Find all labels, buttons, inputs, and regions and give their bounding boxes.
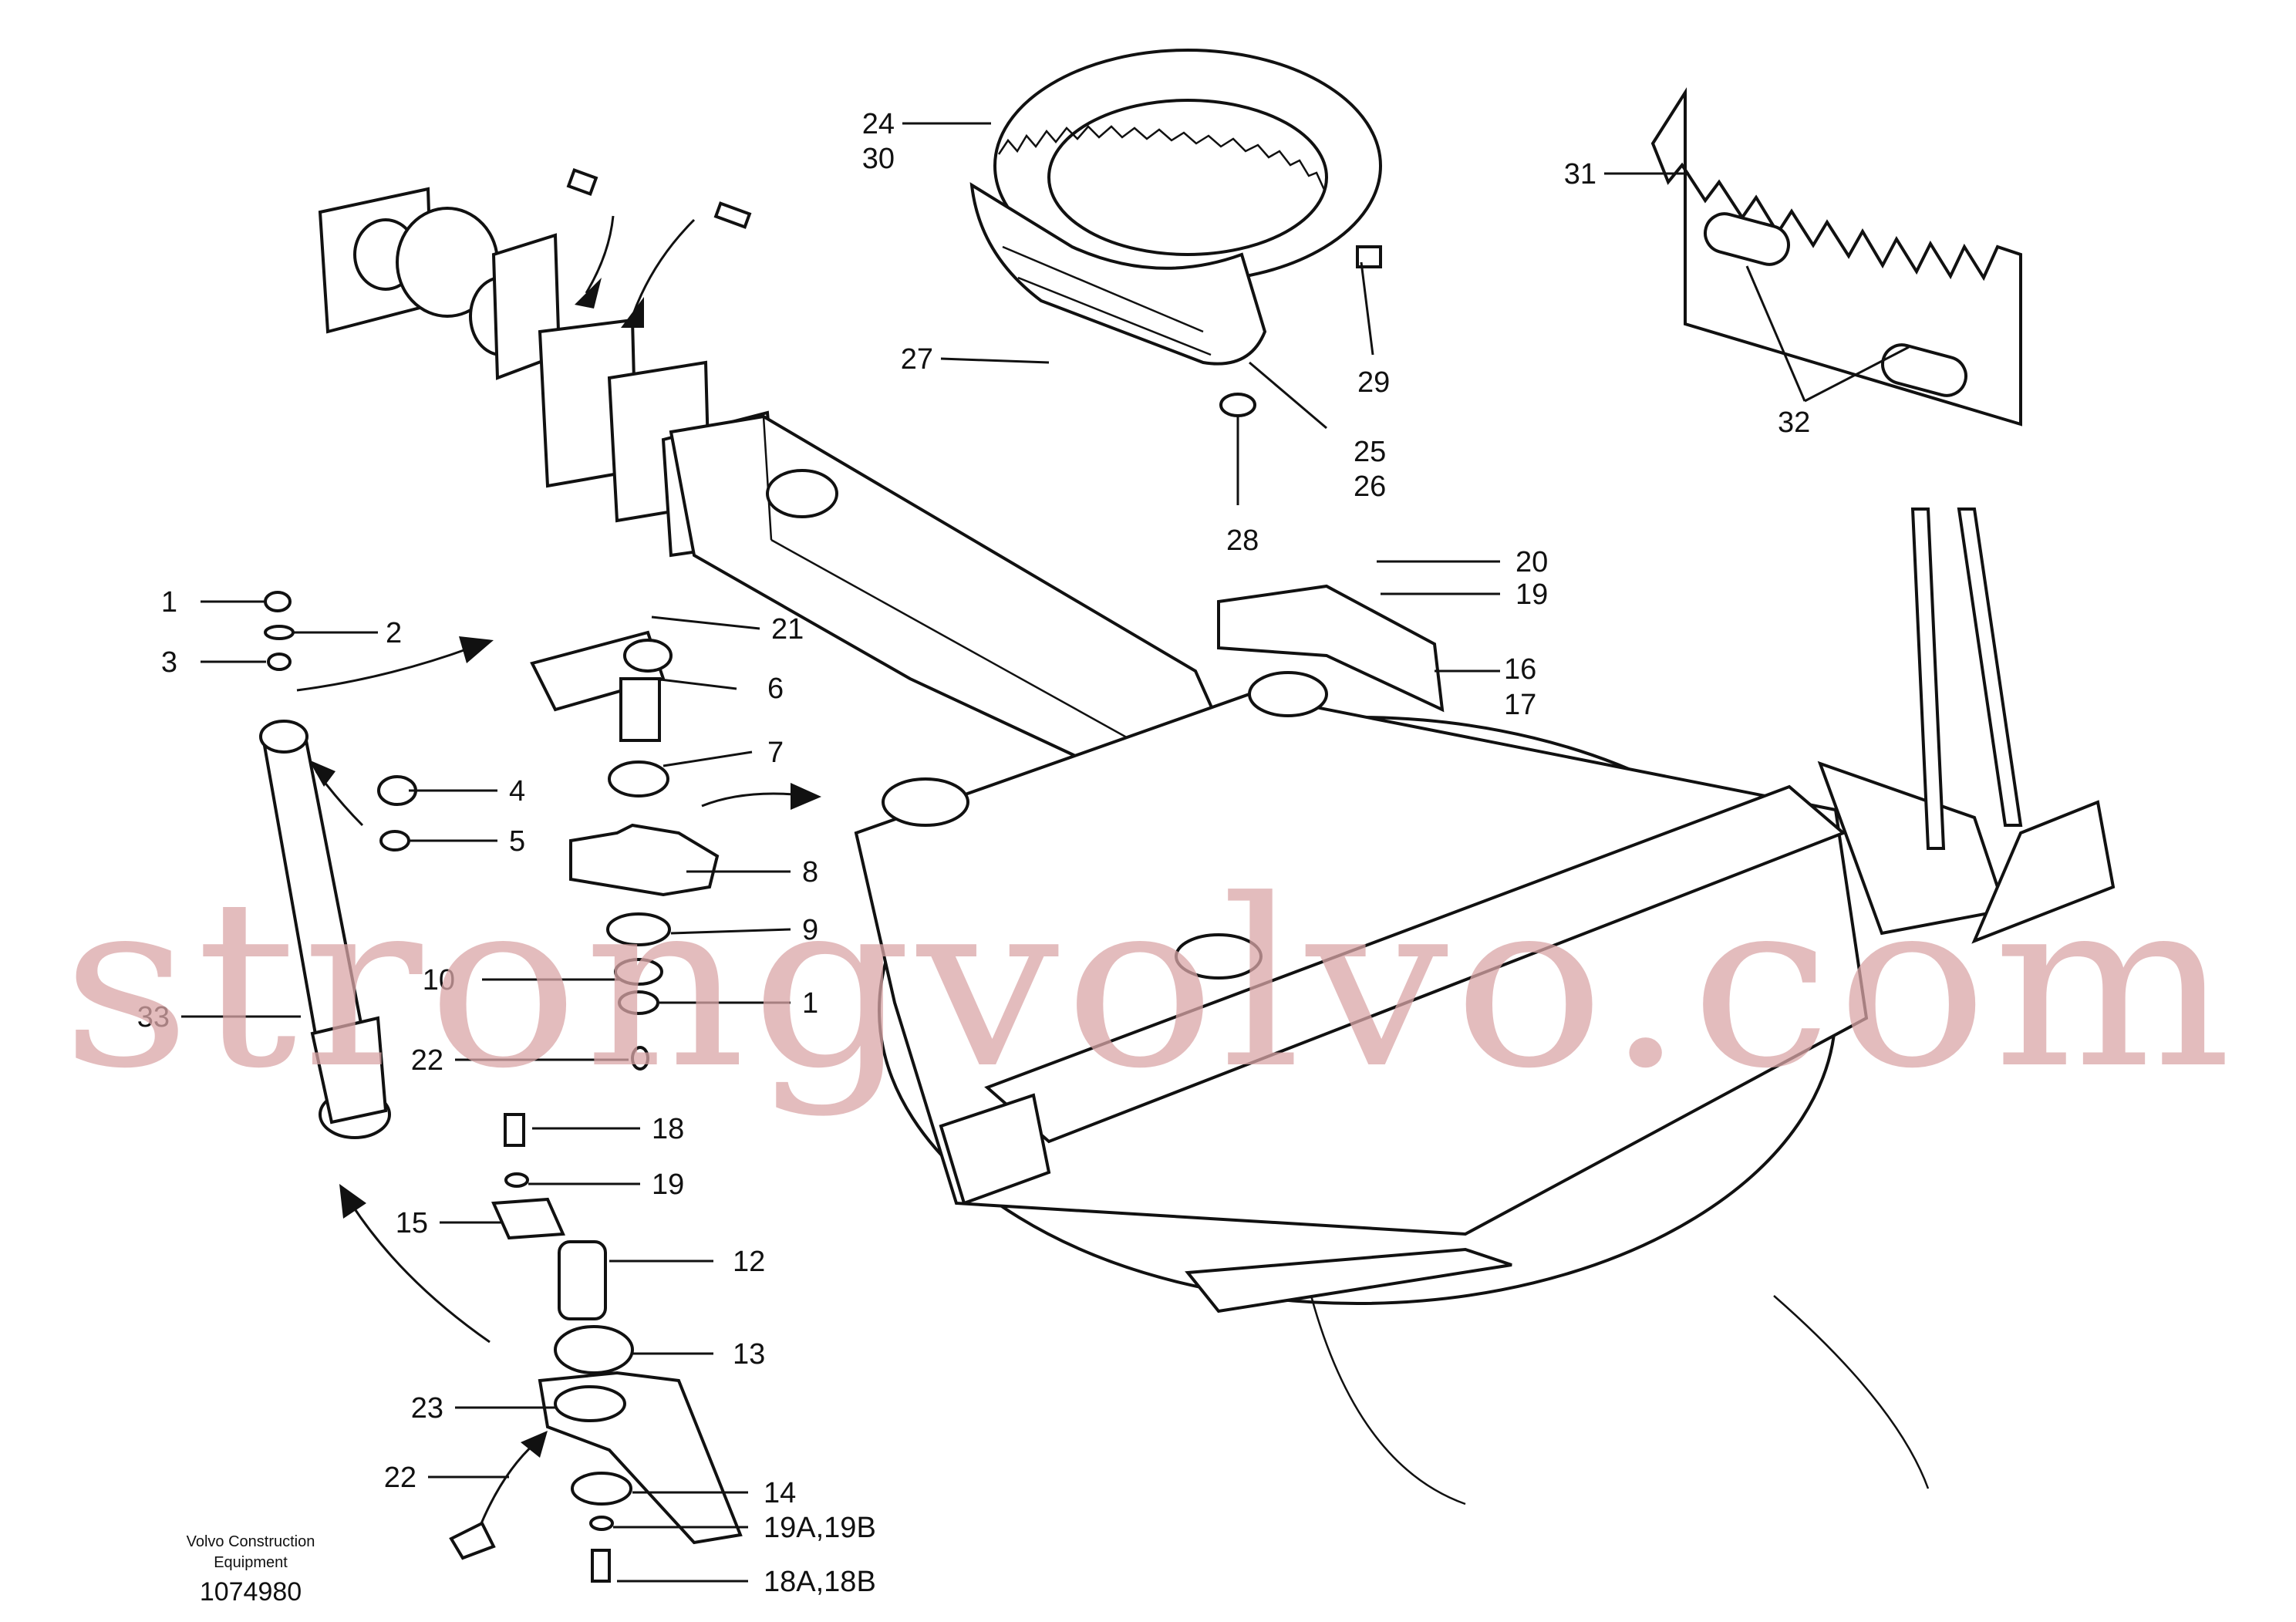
callout-15: 15: [396, 1207, 428, 1239]
callout-26: 26: [1354, 470, 1386, 503]
callout-2: 2: [386, 617, 402, 649]
callout-29: 29: [1357, 366, 1390, 399]
callout-16: 16: [1504, 653, 1536, 686]
callout-27: 27: [901, 343, 933, 376]
callout-32: 32: [1778, 406, 1810, 439]
callout-30: 30: [862, 143, 895, 175]
serrated-plate: [1650, 87, 2022, 427]
callout-20: 20: [1515, 546, 1548, 578]
callout-11: 1: [802, 987, 818, 1020]
assembly-arrows: [296, 215, 821, 1532]
footer: Volvo Construction Equipment 1074980: [187, 1533, 315, 1607]
callout-18: 18: [652, 1113, 684, 1145]
leader-lines: [181, 122, 1910, 1583]
slew-ring-gear: [969, 49, 1382, 417]
callout-24: 24: [862, 108, 895, 140]
callout-7: 7: [767, 737, 784, 769]
company-name-line2: Equipment: [214, 1554, 288, 1571]
callout-8: 8: [802, 856, 818, 889]
callout-19: 19: [652, 1168, 684, 1201]
callout-22-lower: 22: [384, 1462, 416, 1494]
callout-18A-18B: 18A,18B: [764, 1566, 876, 1598]
callout-14: 14: [764, 1477, 796, 1509]
company-name-line1: Volvo Construction: [187, 1533, 315, 1550]
callout-6: 6: [767, 673, 784, 705]
callout-23: 23: [411, 1392, 443, 1425]
drawing-number: 1074980: [200, 1577, 302, 1607]
callout-10: 10: [423, 964, 455, 996]
callout-13: 13: [733, 1338, 765, 1371]
callout-17: 17: [1504, 689, 1536, 721]
callout-22: 22: [411, 1044, 443, 1077]
callout-31: 31: [1564, 158, 1596, 191]
callout-3: 3: [161, 646, 177, 679]
callout-25: 25: [1354, 436, 1386, 468]
callout-labels: 1 2 3 4 5 6 7 8 9 10 1 12 13 14 15 16 17…: [137, 108, 1811, 1598]
callout-19-upper: 19: [1515, 578, 1548, 611]
main-frame: [669, 414, 2116, 1506]
callout-4: 4: [509, 775, 525, 808]
callout-33: 33: [137, 1001, 170, 1034]
callout-21: 21: [771, 613, 804, 646]
callout-9: 9: [802, 914, 818, 946]
callout-1: 1: [161, 586, 177, 619]
callout-19A-19B: 19A,19B: [764, 1512, 876, 1544]
callout-5: 5: [509, 825, 525, 858]
callout-28: 28: [1226, 524, 1259, 557]
steering-parts: [259, 591, 743, 1583]
callout-12: 12: [733, 1246, 765, 1278]
watermark: strongvolvo.com: [62, 850, 2237, 1119]
